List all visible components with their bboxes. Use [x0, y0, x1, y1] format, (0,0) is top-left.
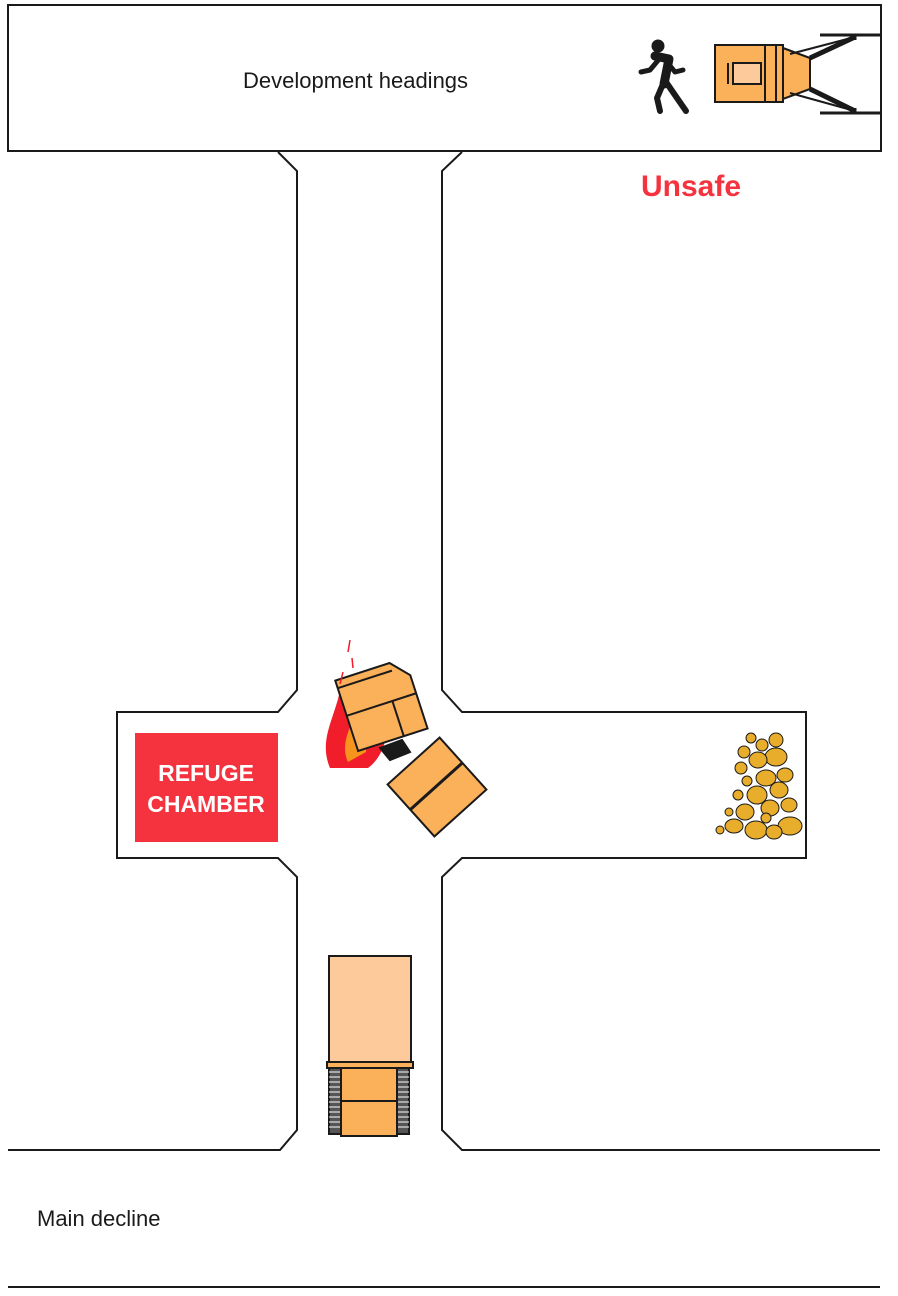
refuge-line2: CHAMBER — [147, 791, 265, 817]
refuge-line1: REFUGE — [158, 760, 254, 786]
development-headings-label: Development headings — [243, 68, 468, 93]
walking-person-icon — [638, 39, 689, 114]
burning-vehicle-icon — [325, 639, 488, 838]
haul-truck-icon — [326, 955, 414, 1137]
left-drive-wall — [8, 151, 298, 1151]
development-headings-drive — [7, 4, 882, 152]
main-decline-label: Main decline — [37, 1206, 161, 1231]
loader-vehicle-icon — [714, 33, 882, 115]
right-drive-wall — [441, 151, 880, 1151]
unsafe-label: Unsafe — [641, 170, 741, 203]
refuge-chamber: REFUGE CHAMBER — [135, 733, 278, 842]
rock-pile-icon — [715, 732, 803, 840]
